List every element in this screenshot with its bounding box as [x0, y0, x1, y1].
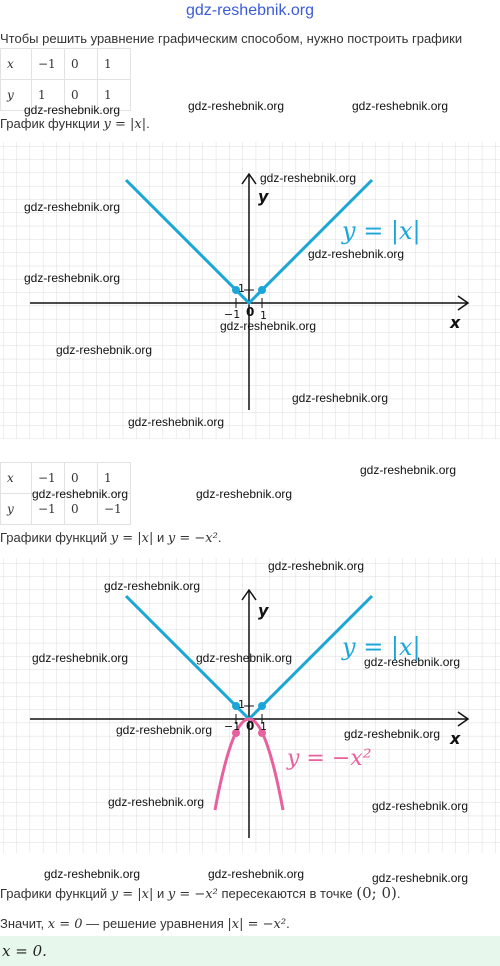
caption1-formula: y = |x| — [103, 117, 147, 132]
table2-head-x: x — [0, 462, 32, 494]
watermark: gdz-reshebnik.org — [32, 487, 129, 501]
conclusion1-point: (0; 0) — [356, 884, 397, 902]
caption2-prefix: Графики функций — [0, 530, 111, 545]
caption1-suffix: . — [146, 116, 150, 131]
point-1-1 — [258, 702, 266, 710]
tick-neg1-label: −1 — [224, 720, 240, 733]
caption-graph-1: График функции y = |x|. — [0, 116, 150, 132]
watermark: gdz-reshebnik.org — [196, 651, 293, 665]
values-table-1: x −1 0 1 y 1 0 1 — [0, 48, 131, 111]
caption2-suffix: . — [217, 530, 222, 545]
watermark: gdz-reshebnik.org — [24, 200, 121, 214]
tick-y1-label: 1 — [238, 698, 245, 711]
watermark: gdz-reshebnik.org — [24, 103, 121, 117]
conclusion2-prefix: Значит, — [0, 916, 48, 931]
watermark: gdz-reshebnik.org — [116, 723, 213, 737]
caption2-f2: y = −x² — [167, 531, 218, 546]
watermark: gdz-reshebnik.org — [260, 171, 357, 185]
parabola-label: y = −x² — [286, 746, 372, 771]
conclusion1-prefix: Графики функций — [0, 886, 111, 901]
watermark: gdz-reshebnik.org — [24, 271, 121, 285]
conclusion2-suffix: . — [286, 916, 290, 931]
table1-y-cell: 1 — [97, 79, 131, 111]
origin-label: 0 — [246, 305, 254, 319]
watermark: gdz-reshebnik.org — [188, 99, 285, 113]
y-axis-arrow — [241, 172, 257, 185]
caption2-f1: y = |x| — [110, 531, 154, 546]
table2-y-cell: 0 — [64, 493, 98, 525]
watermark: gdz-reshebnik.org — [352, 99, 449, 113]
watermark: gdz-reshebnik.org — [308, 247, 405, 261]
watermark: gdz-reshebnik.org — [56, 343, 153, 357]
watermark: gdz-reshebnik.org — [208, 867, 305, 881]
watermark: gdz-reshebnik.org — [128, 415, 225, 429]
y-axis-label: y — [258, 601, 269, 620]
watermark: gdz-reshebnik.org — [292, 391, 389, 405]
values-table-2: x −1 0 1 y −1 0 −1 — [0, 462, 131, 525]
parabola — [213, 717, 285, 811]
tick-neg1-label: −1 — [224, 308, 240, 321]
tick-y1-label: 1 — [238, 282, 245, 295]
point-neg1-neg1 — [232, 729, 240, 737]
table1-x-cell: −1 — [31, 48, 65, 80]
table1-head-y: y — [0, 79, 32, 111]
watermark: gdz-reshebnik.org — [104, 579, 201, 593]
point-1-1 — [258, 286, 266, 294]
table2-head-y: y — [0, 493, 32, 525]
graph-abs-x: x y −1 1 0 1 y = |x| — [0, 142, 500, 439]
watermark: gdz-reshebnik.org — [268, 559, 365, 573]
point-neg1-1 — [232, 702, 240, 710]
y-axis-label: y — [258, 187, 269, 206]
line-label: y = |x| — [341, 633, 421, 662]
answer-box: x = 0. — [0, 936, 500, 966]
x-axis-label: x — [449, 313, 461, 332]
conclusion1-mid: и — [153, 886, 168, 901]
line-label: y = |x| — [341, 217, 421, 246]
watermark: gdz-reshebnik.org — [108, 795, 205, 809]
conclusion2-mid: — решение уравнения — [82, 916, 228, 931]
point-neg1-1 — [232, 286, 240, 294]
tick-1-label: 1 — [260, 309, 267, 322]
table1-x-cell: 1 — [97, 48, 131, 80]
caption2-mid: и — [153, 530, 168, 545]
table1-y-cell: 0 — [64, 79, 98, 111]
graph-abs-and-parabola: x y −1 1 0 1 y = |x| y = −x² — [0, 558, 500, 853]
watermark: gdz-reshebnik.org — [32, 651, 129, 665]
x-axis-label: x — [449, 729, 461, 748]
watermark: gdz-reshebnik.org — [364, 655, 461, 669]
table2-y-cell: −1 — [97, 493, 131, 525]
origin-label: 0 — [246, 719, 254, 733]
abs-line — [124, 178, 374, 306]
watermark: gdz-reshebnik.org — [196, 487, 293, 501]
table2-y-cell: −1 — [31, 493, 65, 525]
answer-text: x = 0. — [2, 942, 47, 960]
conclusion2-x: x = 0 — [47, 917, 83, 932]
watermark: gdz-reshebnik.org — [360, 463, 457, 477]
conclusion1-mid2: пересекаются в точке — [217, 886, 357, 901]
x-axis-arrow — [457, 295, 470, 311]
conclusion1-f2: y = −x² — [167, 887, 218, 902]
intro-text: Чтобы решить уравнение графическим спосо… — [0, 31, 463, 46]
caption1-prefix: График функции — [0, 116, 104, 131]
site-link[interactable]: gdz-reshebnik.org — [185, 2, 315, 19]
watermark: gdz-reshebnik.org — [220, 319, 317, 333]
table1-head-x: x — [0, 48, 32, 80]
conclusion1-suffix: . — [396, 886, 401, 901]
y-axis-arrow — [241, 588, 257, 601]
conclusion-intersection: Графики функций y = |x| и y = −x² пересе… — [0, 884, 401, 902]
watermark: gdz-reshebnik.org — [372, 799, 469, 813]
watermark: gdz-reshebnik.org — [44, 867, 141, 881]
conclusion2-eq: |x| = −x² — [227, 917, 287, 932]
conclusion-solution: Значит, x = 0 — решение уравнения |x| = … — [0, 916, 290, 932]
table1-x-cell: 0 — [64, 48, 98, 80]
caption-graph-2: Графики функций y = |x| и y = −x². — [0, 530, 221, 546]
point-1-neg1 — [258, 729, 266, 737]
watermark: gdz-reshebnik.org — [372, 871, 469, 885]
tick-1-label: 1 — [260, 720, 267, 733]
x-axis-arrow — [457, 711, 470, 727]
watermark: gdz-reshebnik.org — [344, 727, 441, 741]
conclusion1-f1: y = |x| — [110, 887, 154, 902]
